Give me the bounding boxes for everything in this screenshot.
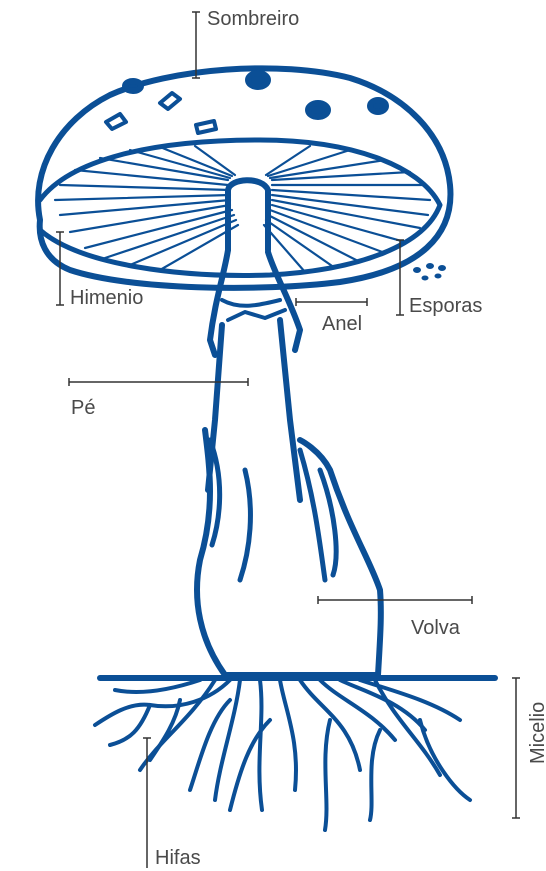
label-sombreiro: Sombreiro (207, 9, 299, 29)
label-hifas: Hifas (155, 848, 201, 868)
stem (208, 320, 300, 500)
label-himenio: Himenio (70, 288, 143, 308)
label-esporas: Esporas (409, 296, 482, 316)
leader-anel (296, 298, 367, 306)
leader-micelio (512, 678, 520, 818)
volva-flaps (210, 440, 336, 580)
leader-volva (318, 596, 472, 604)
leader-pe (69, 378, 248, 386)
label-volva: Volva (411, 618, 460, 638)
volva-outline (197, 430, 381, 675)
ring-fold (222, 300, 285, 320)
leader-esporas (396, 240, 404, 315)
mushroom-drawing (38, 68, 495, 830)
leader-sombreiro (192, 12, 200, 78)
gills (55, 146, 430, 272)
spores (413, 263, 446, 281)
roots (95, 680, 470, 830)
label-micelio: Micelio (528, 702, 546, 764)
label-anel: Anel (322, 314, 362, 334)
cap-spots-outline (106, 93, 216, 133)
label-pe: Pé (71, 398, 95, 418)
